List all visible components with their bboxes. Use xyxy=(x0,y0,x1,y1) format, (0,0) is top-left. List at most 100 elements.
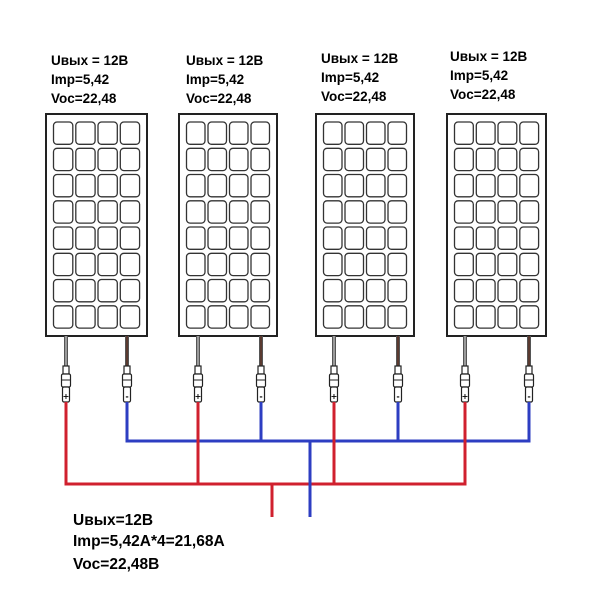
panel-2-specs: Uвых = 12В Imp=5,42 Voc=22,48 xyxy=(186,53,263,106)
panel-1-positive-lead: + xyxy=(60,336,72,403)
solar-cell xyxy=(185,121,206,145)
solar-cell xyxy=(322,121,343,145)
solar-cell xyxy=(344,278,365,303)
solar-cell xyxy=(475,305,496,329)
solar-cell xyxy=(207,252,228,277)
solar-cell xyxy=(365,305,386,329)
solar-cell xyxy=(344,173,365,198)
solar-cell xyxy=(497,252,518,277)
solar-cell xyxy=(207,278,228,303)
solar-cell xyxy=(97,305,118,329)
solar-cell xyxy=(207,305,228,329)
polarity-mark-negative: - xyxy=(396,392,399,401)
solar-cell xyxy=(497,305,518,329)
solar-cell xyxy=(497,278,518,303)
solar-cell xyxy=(250,200,271,224)
solar-panel-2 xyxy=(178,113,278,337)
panel-frame xyxy=(178,113,278,337)
solar-cell xyxy=(475,121,496,145)
solar-cell xyxy=(119,252,141,277)
solar-cell xyxy=(250,252,271,277)
solar-cell xyxy=(228,252,249,277)
solar-cell xyxy=(519,147,540,172)
polarity-mark-negative: - xyxy=(527,392,530,401)
panel-2-imp: Imp=5,42 xyxy=(186,72,244,87)
solar-cell xyxy=(228,173,249,198)
solar-cell xyxy=(322,173,343,198)
solar-cell xyxy=(344,226,365,250)
solar-cell xyxy=(207,121,228,145)
connector-cap xyxy=(461,365,469,375)
solar-cell xyxy=(250,121,271,145)
solar-cell xyxy=(119,226,141,250)
mc4-connector-negative: - xyxy=(255,365,267,403)
polarity-mark-positive: + xyxy=(331,392,338,401)
solar-cell xyxy=(519,305,540,329)
panel-3-uout: Uвых = 12В xyxy=(321,51,398,66)
panel-2-uout: Uвых = 12В xyxy=(186,53,263,68)
polarity-mark-positive: + xyxy=(195,392,202,401)
solar-cell xyxy=(365,278,386,303)
solar-cell xyxy=(250,305,271,329)
solar-cell xyxy=(497,200,518,224)
solar-cell xyxy=(119,121,141,145)
panel-frame xyxy=(45,113,148,337)
solar-cell xyxy=(52,305,74,329)
panel-3-voc: Voc=22,48 xyxy=(321,89,387,104)
solar-cell xyxy=(322,305,343,329)
mc4-connector-negative: - xyxy=(121,365,133,403)
solar-cell xyxy=(185,305,206,329)
solar-cell xyxy=(97,226,118,250)
solar-cell xyxy=(344,252,365,277)
solar-cell xyxy=(453,305,474,329)
solar-cell xyxy=(322,278,343,303)
solar-cell xyxy=(519,121,540,145)
solar-cell xyxy=(387,200,408,224)
solar-cell xyxy=(228,147,249,172)
solar-cell xyxy=(475,147,496,172)
mc4-connector-negative: - xyxy=(523,365,535,403)
panel-1-negative-lead: - xyxy=(121,336,133,403)
connector-cap xyxy=(123,365,131,375)
solar-cell xyxy=(387,121,408,145)
mc4-connector-positive: + xyxy=(192,365,204,403)
solar-panel-3 xyxy=(315,113,415,337)
panel-4-positive-lead: + xyxy=(459,336,471,403)
solar-cell xyxy=(75,305,96,329)
solar-cell xyxy=(228,226,249,250)
solar-cell xyxy=(365,252,386,277)
solar-cell xyxy=(119,147,141,172)
solar-cell xyxy=(519,173,540,198)
array-summary: Uвых=12В Imp=5,42A*4=21,68A Voc=22,48В xyxy=(73,512,225,573)
solar-cell xyxy=(75,200,96,224)
polarity-mark-negative: - xyxy=(259,392,262,401)
solar-cell xyxy=(475,226,496,250)
solar-cell xyxy=(519,200,540,224)
panel-4-imp: Imp=5,42 xyxy=(450,68,508,83)
solar-cell xyxy=(52,278,74,303)
panel-2-voc: Voc=22,48 xyxy=(186,91,252,106)
solar-cell xyxy=(344,305,365,329)
solar-cell xyxy=(387,252,408,277)
panel-1-imp: Imp=5,42 xyxy=(51,72,109,87)
summary-imp: Imp=5,42A*4=21,68A xyxy=(73,533,225,550)
panel-2-negative-lead: - xyxy=(255,336,267,403)
solar-cell xyxy=(250,173,271,198)
solar-cell xyxy=(75,278,96,303)
panel-1-uout: Uвых = 12В xyxy=(51,53,128,68)
solar-cell xyxy=(185,173,206,198)
solar-cell xyxy=(519,226,540,250)
negative-bus-wire xyxy=(125,402,531,443)
solar-cell xyxy=(497,147,518,172)
solar-cell xyxy=(453,200,474,224)
solar-cell xyxy=(250,147,271,172)
mc4-connector-positive: + xyxy=(60,365,72,403)
solar-cell xyxy=(228,121,249,145)
solar-cell xyxy=(475,200,496,224)
solar-cell xyxy=(344,147,365,172)
solar-cell xyxy=(322,226,343,250)
solar-cell xyxy=(119,200,141,224)
solar-cell xyxy=(207,173,228,198)
